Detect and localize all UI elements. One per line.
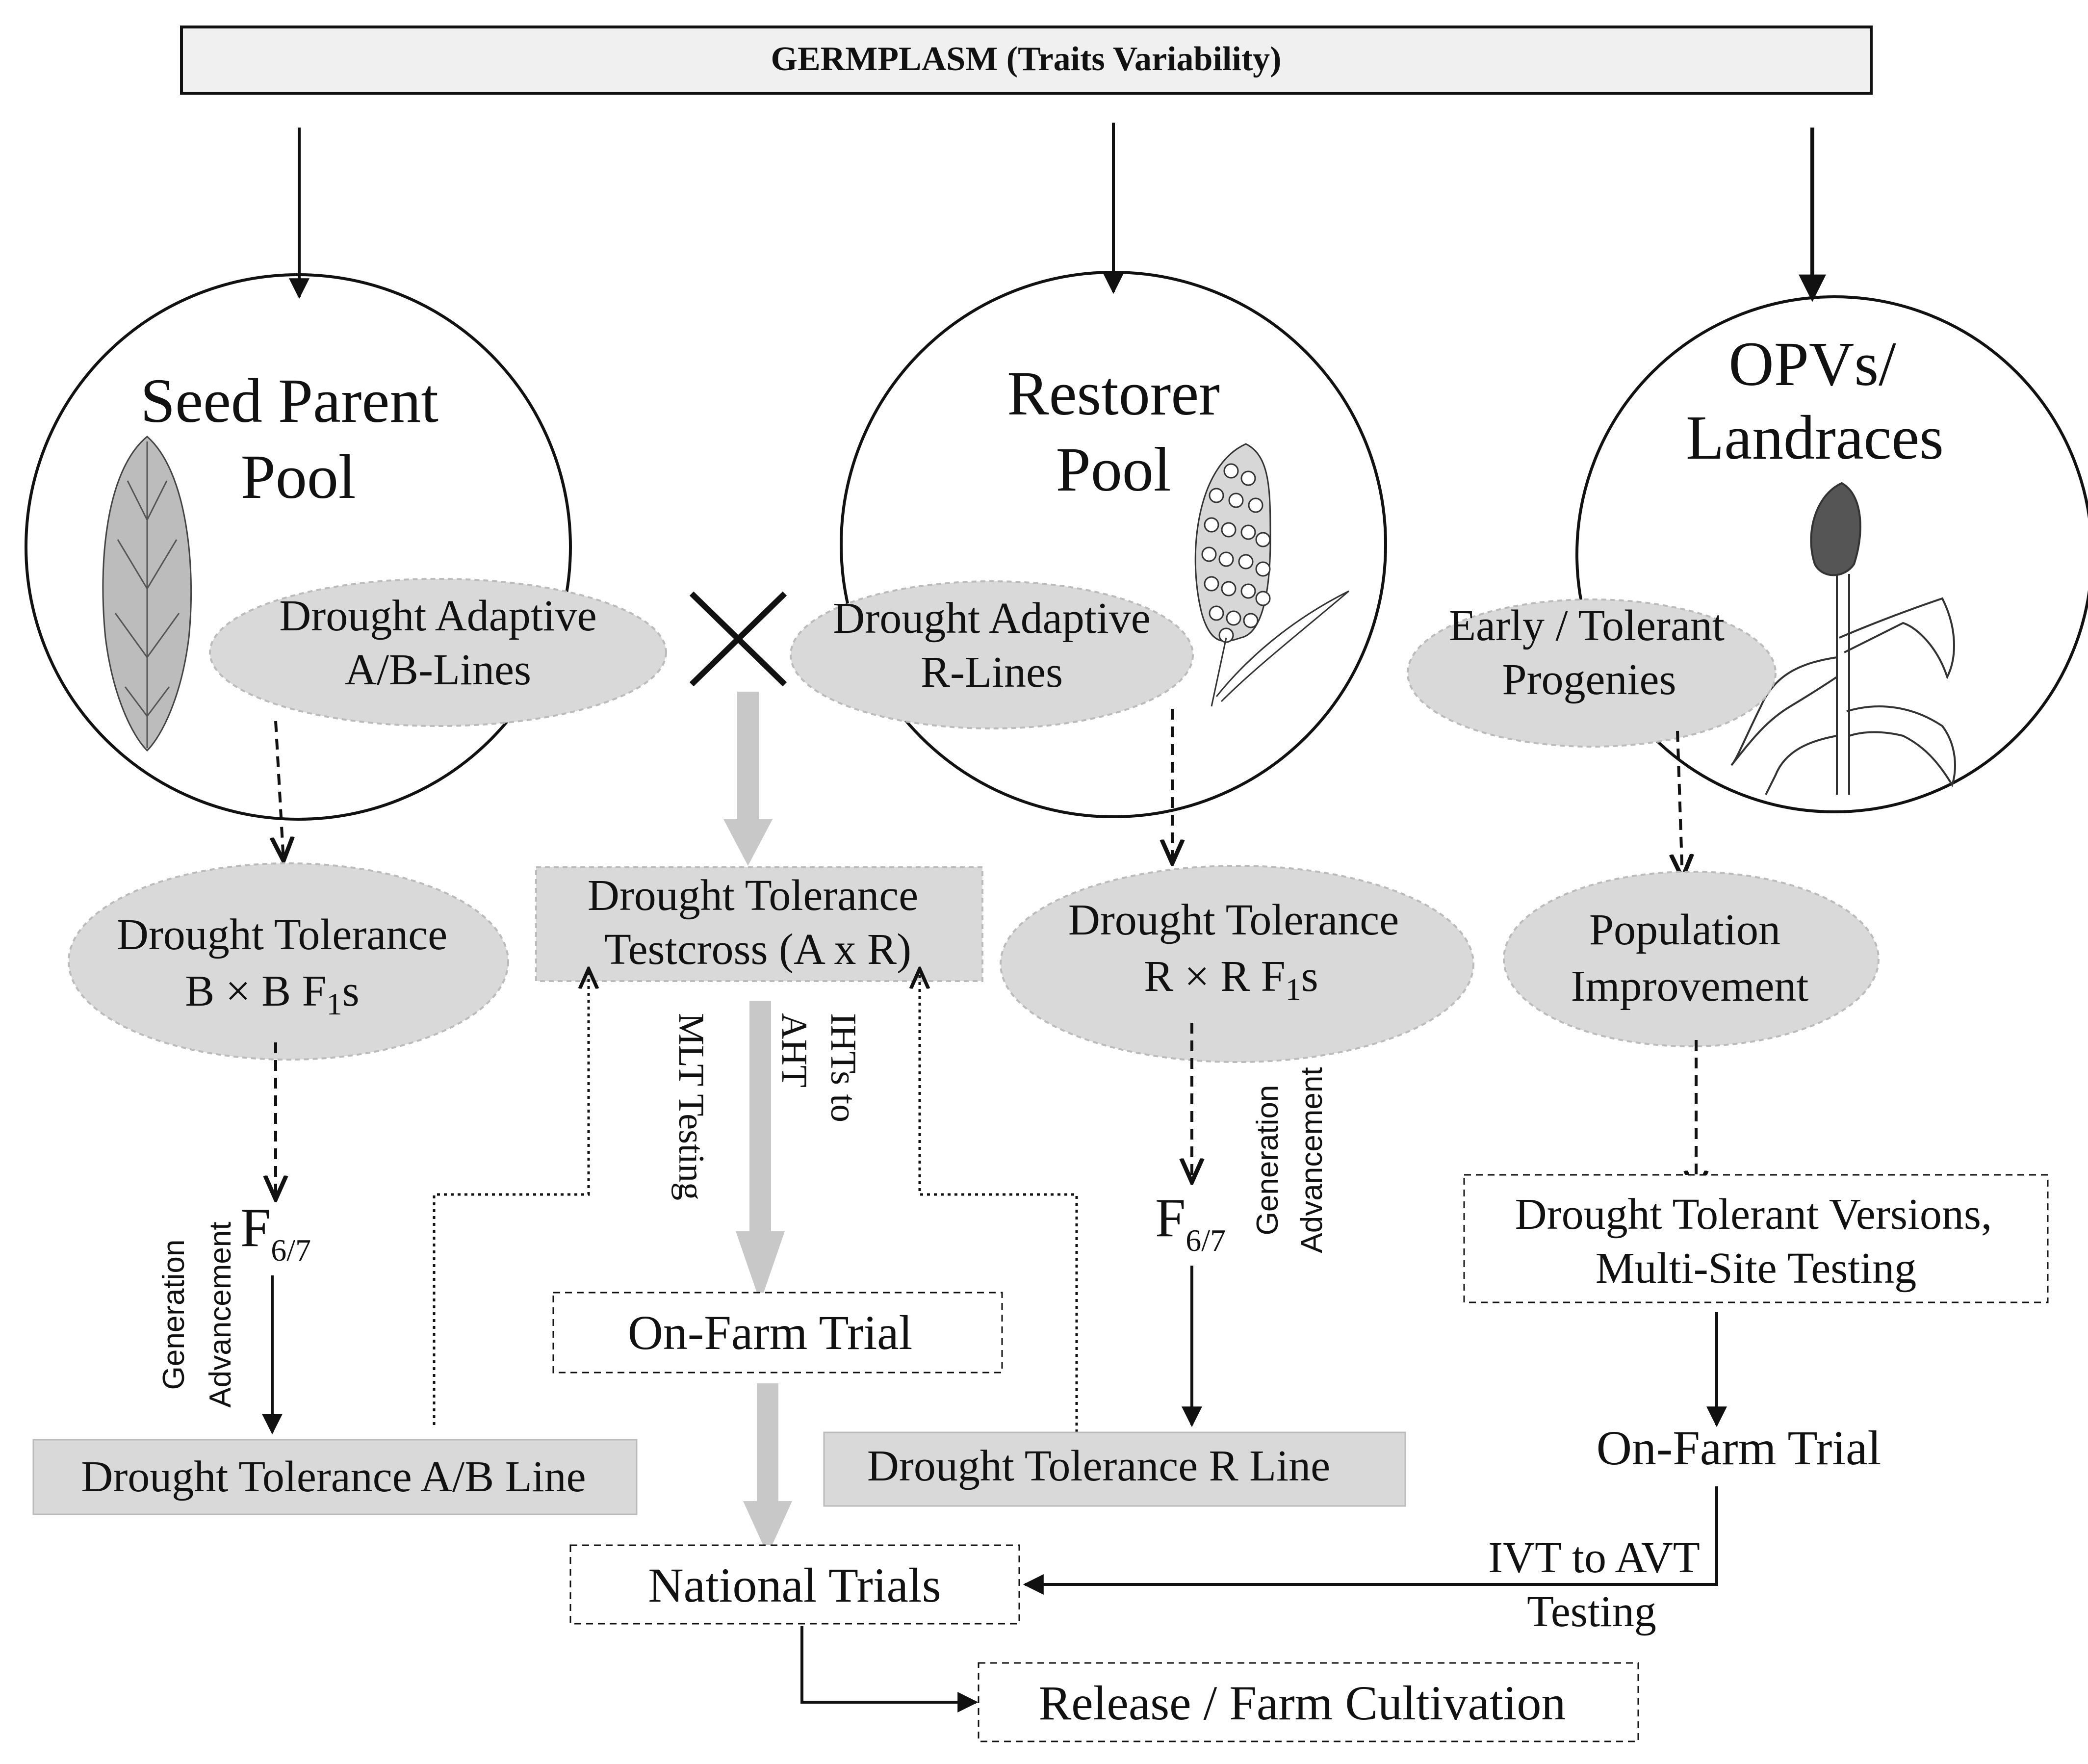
population-node: Population Improvement xyxy=(1503,871,1880,1047)
rxr-text-2-main: R × R F xyxy=(1144,952,1285,1001)
testcross-text-1: Drought Tolerance xyxy=(588,871,918,920)
gen-adv-right-label: Generation Advancement xyxy=(1251,1067,1329,1253)
seed-parent-pool-title-1: Seed Parent xyxy=(140,366,438,436)
thick-arrow-cross-to-testcross xyxy=(723,692,773,866)
r-lines-text-2: R-Lines xyxy=(921,648,1063,697)
r-lines-text-1: Drought Adaptive xyxy=(833,594,1150,643)
ab-line-node: Drought Tolerance A/B Line xyxy=(32,1439,638,1515)
seed-parent-pool-circle xyxy=(25,273,572,821)
gen-adv-left-1: Generation xyxy=(157,1240,191,1390)
r-line-node: Drought Tolerance R Line xyxy=(823,1431,1406,1507)
ivt-text-2: Testing xyxy=(1527,1587,1656,1636)
ab-lines-text-1: Drought Adaptive xyxy=(279,592,596,640)
iht-label: IHTs to AHT xyxy=(774,1013,863,1122)
sorghum-plant-icon xyxy=(1730,482,1956,795)
germplasm-box: GERMPLASM (Traits Variability) xyxy=(180,26,1873,95)
bxb-text-1: Drought Tolerance xyxy=(117,910,447,959)
dashed-arrow-early-to-population xyxy=(1677,730,1682,878)
restorer-pool-circle xyxy=(840,271,1387,818)
arrow-onfarm-to-national xyxy=(1023,1486,1718,1595)
rxr-suffix: s xyxy=(1301,952,1318,1001)
rxr-node: Drought Tolerance R × R F1s xyxy=(1000,865,1474,1063)
thick-arrow-testcross-to-onfarm xyxy=(736,1001,785,1302)
ab-lines-text-2: A/B-Lines xyxy=(345,646,531,694)
opv-pool-circle xyxy=(1575,295,2088,813)
f67-left-main: F xyxy=(240,1197,271,1258)
release-text: Release / Farm Cultivation xyxy=(1039,1676,1566,1730)
cross-icon xyxy=(689,591,787,687)
early-tolerant-text-2: Progenies xyxy=(1502,655,1676,704)
mlt-label: MLT Testing xyxy=(671,1013,711,1200)
on-farm-center-text: On-Farm Trial xyxy=(628,1305,913,1360)
dt-versions-text-2: Multi-Site Testing xyxy=(1596,1244,1917,1293)
f67-left: F6/7 xyxy=(240,1197,311,1268)
gen-adv-right-2: Advancement xyxy=(1295,1067,1329,1253)
iht-text-2: AHT xyxy=(774,1013,814,1088)
ab-lines-node: Drought Adaptive A/B-Lines xyxy=(209,578,667,727)
sorghum-head-icon xyxy=(1194,443,1349,707)
f67-right-sub: 6/7 xyxy=(1186,1223,1226,1258)
dt-versions-text-1: Drought Tolerant Versions, xyxy=(1515,1190,1992,1239)
restorer-pool-title-2: Pool xyxy=(1056,435,1171,504)
restorer-pool-title-1: Restorer xyxy=(1007,359,1220,428)
dotted-feedback-r-to-testcross xyxy=(920,969,1078,1432)
release-node: Release / Farm Cultivation xyxy=(978,1662,1639,1742)
gen-adv-right-1: Generation xyxy=(1251,1085,1285,1236)
ab-line-text: Drought Tolerance A/B Line xyxy=(81,1453,586,1501)
bxb-text-2: B × B F1s xyxy=(185,967,359,1021)
bxb-node: Drought Tolerance B × B F1s xyxy=(68,862,509,1061)
sorghum-panicle-icon xyxy=(102,436,192,752)
rxr-text-1: Drought Tolerance xyxy=(1068,896,1399,944)
rxr-subscript: 1 xyxy=(1286,972,1301,1007)
bxb-subscript: 1 xyxy=(327,986,342,1021)
population-text-2: Improvement xyxy=(1571,962,1809,1011)
seed-parent-pool-title-2: Pool xyxy=(241,442,356,512)
r-line-text: Drought Tolerance R Line xyxy=(867,1442,1330,1490)
early-tolerant-text-1: Early / Tolerant xyxy=(1449,601,1725,650)
f67-left-sub: 6/7 xyxy=(271,1233,311,1268)
population-text-1: Population xyxy=(1589,906,1780,954)
testcross-text-2: Testcross (A x R) xyxy=(604,925,911,974)
thick-arrow-onfarm-to-national xyxy=(743,1383,792,1555)
f67-right: F6/7 xyxy=(1155,1188,1226,1258)
bxb-text-2-main: B × B F xyxy=(185,967,326,1015)
opv-pool-title-1: OPVs/ xyxy=(1728,329,1896,399)
f67-right-main: F xyxy=(1155,1188,1186,1248)
opv-pool-title-2: Landraces xyxy=(1686,403,1944,472)
gen-adv-left-2: Advancement xyxy=(204,1221,237,1407)
dt-versions-node: Drought Tolerant Versions, Multi-Site Te… xyxy=(1463,1174,2049,1303)
gen-adv-left-label: Generation Advancement xyxy=(157,1221,237,1407)
rxr-text-2: R × R F1s xyxy=(1144,952,1318,1007)
arrow-national-to-release xyxy=(800,1626,979,1712)
testcross-node: Drought Tolerance Testcross (A x R) xyxy=(535,866,983,982)
national-trials-text: National Trials xyxy=(648,1558,941,1612)
national-trials-node: National Trials xyxy=(569,1544,1020,1625)
on-farm-right-text: On-Farm Trial xyxy=(1597,1421,1882,1475)
mlt-text: MLT Testing xyxy=(671,1013,711,1200)
r-lines-node: Drought Adaptive R-Lines xyxy=(790,580,1194,729)
dashed-arrow-ab-to-bxb xyxy=(276,721,284,861)
germplasm-title: GERMPLASM (Traits Variability) xyxy=(771,40,1282,78)
ivt-text-1: IVT to AVT xyxy=(1488,1533,1700,1582)
iht-text-1: IHTs to xyxy=(823,1013,863,1122)
early-tolerant-node: Early / Tolerant Progenies xyxy=(1407,598,1777,748)
on-farm-center-node: On-Farm Trial xyxy=(552,1292,1003,1374)
bxb-suffix: s xyxy=(342,967,360,1015)
